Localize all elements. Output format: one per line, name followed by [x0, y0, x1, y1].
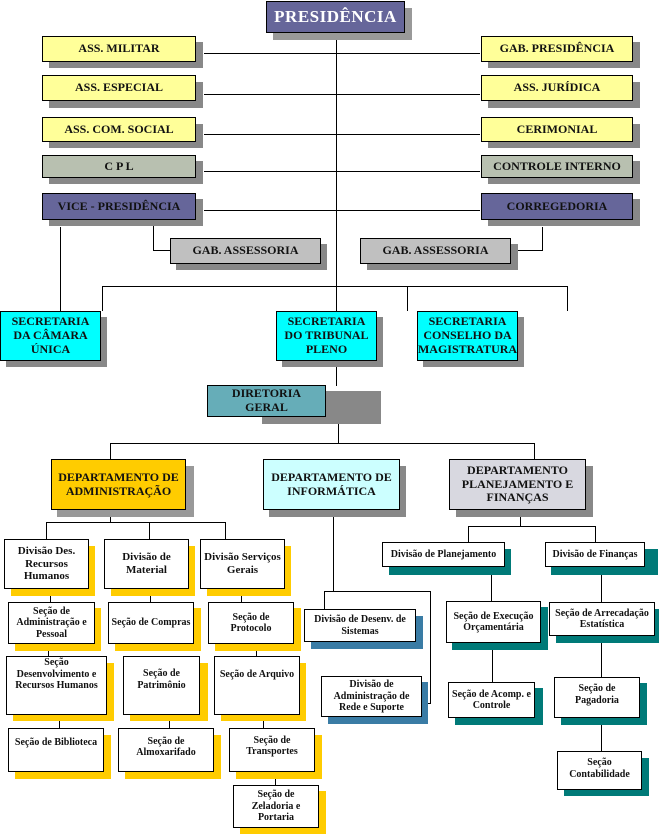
- cpl-box[interactable]: C P L: [42, 155, 196, 178]
- secao-administracao-pessoal-box[interactable]: Seção de Administração e Pessoal: [8, 602, 95, 644]
- departamento-informatica-box[interactable]: DEPARTAMENTO DE INFORMÁTICA: [263, 459, 400, 510]
- secao-transportes-box[interactable]: Seção de Transportes: [229, 728, 315, 772]
- connector-line: [169, 715, 170, 728]
- divisao-servicos-gerais-box[interactable]: Divisão Serviços Gerais: [200, 539, 285, 589]
- connector-line: [430, 591, 431, 704]
- connector-line: [491, 567, 492, 602]
- connector-line: [110, 443, 535, 444]
- secao-zeladoria-portaria-box[interactable]: Seção de Zeladoria e Portaria: [233, 785, 319, 828]
- connector-line: [102, 286, 103, 311]
- connector-line: [567, 286, 568, 311]
- connector-line: [601, 717, 602, 752]
- departamento-administracao-box[interactable]: DEPARTAMENTO DE ADMINISTRAÇÃO: [51, 459, 186, 510]
- divisao-recursos-humanos-box[interactable]: Divisão Des. Recursos Humanos: [4, 539, 89, 589]
- presidencia-box[interactable]: PRESIDÊNCIA: [266, 1, 405, 33]
- gab-assessoria-right-box[interactable]: GAB. ASSESSORIA: [360, 238, 511, 264]
- gab-assessoria-left-box[interactable]: GAB. ASSESSORIA: [170, 238, 321, 264]
- controle-interno-box[interactable]: CONTROLE INTERNO: [481, 155, 633, 178]
- secao-arrecadacao-estatistica-box[interactable]: Seção de Arrecadação Estatística: [549, 602, 655, 636]
- connector-line: [333, 509, 334, 591]
- secao-arquivo-box[interactable]: Seção de Arquivo: [214, 656, 300, 715]
- secao-patrimonio-box[interactable]: Seção de Patrimônio: [123, 656, 200, 715]
- connector-line: [520, 509, 521, 526]
- ass-com-social-box[interactable]: ASS. COM. SOCIAL: [42, 117, 196, 142]
- connector-line: [204, 134, 480, 135]
- diretoria-geral-box[interactable]: DIRETORIA GERAL: [207, 385, 326, 417]
- divisao-financas-box[interactable]: Divisão de Finanças: [545, 542, 645, 567]
- secretaria-camara-unica-box[interactable]: SECRETARIA DA CÂMARA ÚNICA: [0, 311, 101, 361]
- secretaria-conselho-magistratura-box[interactable]: SECRETARIA CONSELHO DA MAGISTRATURA: [417, 311, 518, 361]
- connector-line: [324, 591, 430, 592]
- divisao-material-box[interactable]: Divisão de Material: [104, 539, 189, 589]
- connector-line: [534, 443, 535, 459]
- connector-line: [102, 286, 568, 287]
- ass-especial-box[interactable]: ASS. ESPECIAL: [42, 75, 196, 101]
- cerimonial-box[interactable]: CERIMONIAL: [481, 117, 633, 142]
- secao-desenvolvimento-rh-box[interactable]: Seção Desenvolvimento e Recursos Humanos: [6, 656, 107, 715]
- vice-presidencia-box[interactable]: VICE - PRESIDÊNCIA: [42, 193, 196, 220]
- ass-juridica-box[interactable]: ASS. JURÍDICA: [481, 75, 633, 101]
- connector-line: [263, 715, 264, 728]
- connector-line: [153, 219, 154, 250]
- secretaria-tribunal-pleno-box[interactable]: SECRETARIA DO TRIBUNAL PLENO: [276, 311, 377, 361]
- connector-line: [542, 227, 543, 250]
- divisao-desenv-sistemas-box[interactable]: Divisão de Desenv. de Sistemas: [304, 609, 416, 642]
- connector-line: [149, 522, 150, 539]
- secao-contabilidade-box[interactable]: Seção Contabilidade: [557, 751, 642, 790]
- connector-line: [60, 227, 61, 311]
- connector-line: [59, 714, 60, 728]
- connector-line: [468, 526, 469, 542]
- divisao-planejamento-box[interactable]: Divisão de Planejamento: [382, 542, 505, 567]
- connector-line: [204, 53, 480, 54]
- connector-line: [46, 522, 226, 523]
- secao-protocolo-box[interactable]: Seção de Protocolo: [208, 602, 294, 644]
- secao-execucao-orcamentaria-box[interactable]: Seção de Execução Orçamentária: [446, 601, 541, 643]
- secao-acomp-controle-box[interactable]: Seção de Acomp. e Controle: [448, 682, 535, 718]
- connector-line: [225, 522, 226, 539]
- connector-line: [407, 286, 408, 311]
- gab-presidencia-box[interactable]: GAB. PRESIDÊNCIA: [481, 36, 633, 62]
- connector-line: [153, 250, 170, 251]
- connector-line: [518, 250, 543, 251]
- connector-line: [204, 94, 480, 95]
- connector-line: [338, 416, 339, 443]
- connector-line: [492, 643, 493, 682]
- connector-line: [204, 171, 480, 172]
- secao-compras-box[interactable]: Seção de Compras: [108, 602, 194, 644]
- secao-pagadoria-box[interactable]: Seção de Pagadoria: [554, 677, 640, 718]
- departamento-planejamento-financas-box[interactable]: DEPARTAMENTO PLANEJAMENTO E FINANÇAS: [449, 459, 586, 510]
- connector-line: [601, 567, 602, 602]
- divisao-administracao-rede-suporte-box[interactable]: Divisão de Administração de Rede e Supor…: [321, 676, 422, 717]
- corregedoria-box[interactable]: CORREGEDORIA: [481, 193, 633, 220]
- connector-line: [204, 210, 480, 211]
- connector-line: [595, 526, 596, 542]
- secao-almoxarifado-box[interactable]: Seção de Almoxarifado: [118, 728, 214, 772]
- connector-line: [468, 526, 596, 527]
- connector-line: [46, 522, 47, 539]
- ass-militar-box[interactable]: ASS. MILITAR: [42, 36, 196, 62]
- connector-line: [324, 591, 325, 609]
- secao-biblioteca-box[interactable]: Seção de Biblioteca: [8, 728, 104, 772]
- connector-line: [110, 443, 111, 459]
- connector-line: [601, 643, 602, 677]
